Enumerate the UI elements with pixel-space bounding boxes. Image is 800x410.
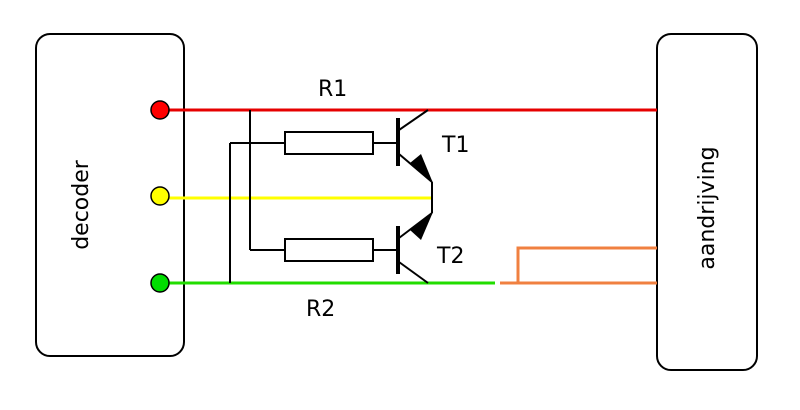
- decoder-block: [35, 33, 185, 357]
- resistor-r2: [284, 238, 374, 262]
- resistor-r1: [284, 131, 374, 155]
- red-terminal: [150, 100, 170, 120]
- drive-block: [656, 33, 758, 371]
- t2-emitter-arrow: [410, 212, 433, 240]
- drive-label: aandrijving: [695, 146, 720, 269]
- label-r1: R1: [318, 77, 347, 102]
- yellow-terminal: [150, 186, 170, 206]
- transistor-t1: [396, 109, 433, 198]
- t1-emitter-arrow: [410, 154, 433, 183]
- base-wiring: [229, 110, 398, 283]
- label-r2: R2: [306, 297, 335, 322]
- label-t1: T1: [441, 133, 469, 158]
- transistor-t2: [396, 198, 433, 284]
- label-t2: T2: [436, 244, 464, 269]
- orange-wire-top: [516, 246, 657, 283]
- green-terminal: [150, 273, 170, 293]
- decoder-label: decoder: [69, 159, 94, 250]
